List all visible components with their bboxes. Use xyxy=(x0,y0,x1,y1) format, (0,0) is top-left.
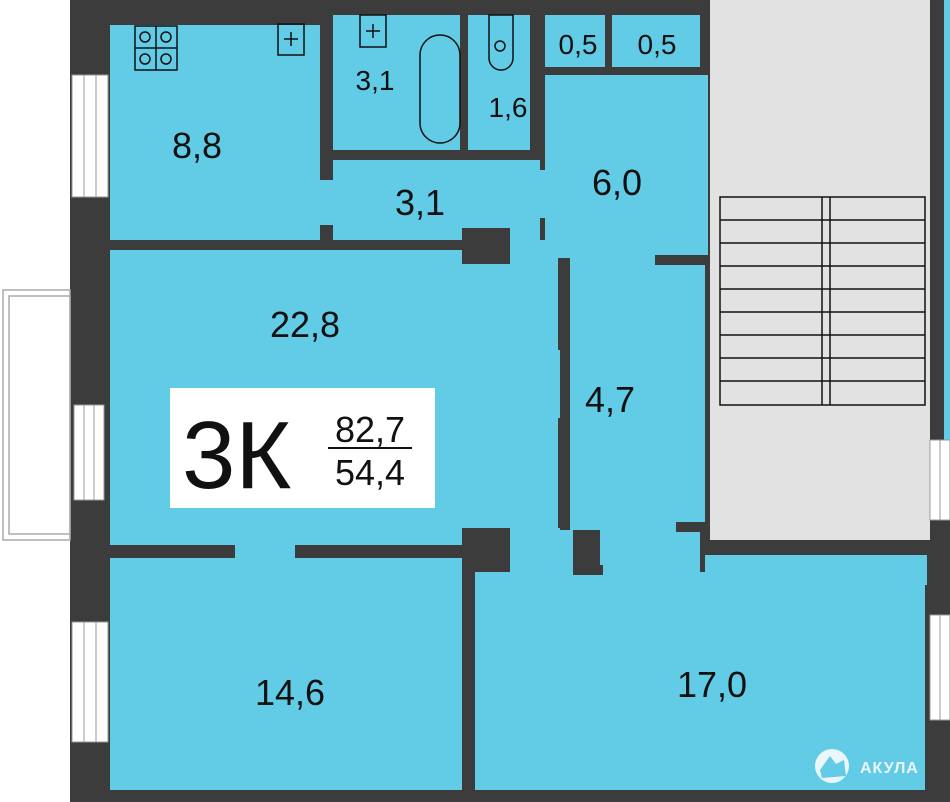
window-bedroom-1 xyxy=(71,621,109,743)
room-kitchen xyxy=(110,25,320,240)
apartment-summary: 3К 82,7 54,4 xyxy=(170,388,435,509)
room-closet-1 xyxy=(545,15,605,67)
area-bedroom-1: 14,6 xyxy=(255,672,325,713)
balcony xyxy=(2,289,71,541)
living-area: 54,4 xyxy=(335,452,405,493)
area-hallway: 4,7 xyxy=(585,379,635,420)
vent-icon xyxy=(277,23,305,56)
stairwell xyxy=(710,0,930,540)
logo-text: АКУЛА xyxy=(860,760,919,777)
room-hall xyxy=(545,75,708,255)
room-bathroom xyxy=(333,15,460,150)
room-toilet xyxy=(468,15,530,150)
bedroom-2-top xyxy=(600,530,700,575)
room-hallway xyxy=(570,255,705,530)
toilet-icon xyxy=(488,14,514,71)
area-closet-1: 0,5 xyxy=(559,29,598,60)
bedroom-2-right xyxy=(705,555,927,585)
area-toilet: 1,6 xyxy=(489,92,528,123)
window-kitchen xyxy=(71,74,109,198)
apartment-type: 3К xyxy=(182,402,291,509)
area-kitchen: 8,8 xyxy=(172,125,222,166)
total-area: 82,7 xyxy=(335,409,405,450)
area-closet-2: 0,5 xyxy=(638,29,677,60)
bedroom-1-door-gap xyxy=(235,545,295,561)
stove-icon xyxy=(134,25,178,71)
bathtub-icon xyxy=(419,34,461,144)
door-gap-kitchen xyxy=(318,180,338,225)
window-living xyxy=(73,404,105,501)
area-corridor: 3,1 xyxy=(395,182,445,223)
room-corridor xyxy=(333,160,540,240)
akula-logo: АКУЛА xyxy=(815,749,919,783)
room-bedroom-1 xyxy=(110,558,462,790)
room-bedroom-2 xyxy=(475,572,925,790)
room-closet-2 xyxy=(612,15,700,67)
area-bedroom-2: 17,0 xyxy=(677,664,747,705)
vent-icon xyxy=(359,14,387,48)
area-living: 22,8 xyxy=(270,304,340,345)
right-strip xyxy=(944,0,950,440)
area-hall: 6,0 xyxy=(592,162,642,203)
area-bathroom: 3,1 xyxy=(356,65,395,96)
door-gap-hall xyxy=(528,170,550,218)
stairs-icon xyxy=(719,196,926,406)
